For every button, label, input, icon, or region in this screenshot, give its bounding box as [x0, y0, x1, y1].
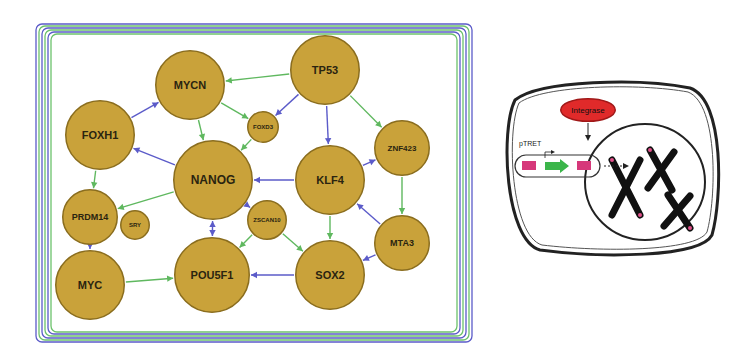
gene-node: SOX2 [295, 240, 365, 310]
arrowhead [199, 134, 205, 141]
gene-node: POU5F1 [174, 237, 250, 313]
gene-node: MYC [55, 250, 125, 320]
connector-line [363, 160, 376, 166]
node-label: NANOG [191, 173, 236, 187]
enzyme-ellipse: Integrase [560, 98, 616, 122]
gene-node: FOXD3 [247, 111, 279, 143]
arrowhead [118, 204, 125, 210]
connector-line [363, 255, 376, 261]
connector-line [221, 103, 248, 119]
regulation-arrow [276, 94, 299, 115]
node-label: ZSCAN10 [253, 217, 280, 223]
gene-node: MYCN [155, 50, 225, 120]
cell-drawing [507, 82, 719, 255]
gene-node: PRDM14 [62, 189, 118, 245]
regulation-arrow [251, 272, 294, 278]
arrowhead [399, 208, 405, 214]
regulation-arrow [363, 255, 376, 261]
connector-line [226, 74, 289, 81]
regulation-arrow [325, 106, 331, 144]
arrowhead [152, 102, 159, 108]
gene-node: MTA3 [374, 215, 430, 271]
gene-node: NANOG [173, 140, 253, 220]
connector-line [357, 204, 380, 224]
regulation-arrow [91, 171, 97, 188]
connector-line [251, 274, 294, 275]
arrowhead [226, 77, 232, 83]
node-label: POU5F1 [191, 269, 234, 281]
regulation-arrow [118, 192, 174, 210]
node-label: FOXD3 [253, 124, 273, 130]
arrowhead [325, 138, 331, 144]
regulation-arrow [283, 234, 303, 252]
regulation-arrow [357, 204, 380, 224]
connector-line [126, 278, 173, 282]
arrowhead [276, 109, 283, 115]
arrowhead [167, 275, 173, 281]
node-label: MYCN [174, 79, 206, 91]
connector-line [118, 192, 174, 209]
arrowhead [241, 113, 248, 119]
gene-node: ZSCAN10 [247, 200, 287, 240]
connector-line [131, 102, 158, 117]
node-label: FOXH1 [82, 129, 119, 141]
arrowhead [357, 204, 364, 210]
connector-line [276, 94, 299, 115]
regulation-arrow [198, 120, 205, 140]
regulation-arrow [399, 177, 405, 214]
node-label: PRDM14 [72, 212, 109, 222]
regulation-arrow [133, 148, 174, 165]
node-label: TP53 [312, 64, 338, 76]
arrowhead [327, 233, 333, 239]
arrowhead [251, 272, 257, 278]
regulation-arrow [241, 139, 251, 150]
regulation-arrow [126, 275, 173, 282]
gene-node: KLF4 [295, 145, 365, 215]
arrowhead [241, 144, 247, 151]
arrowhead [254, 177, 260, 183]
gene-node: FOXH1 [65, 100, 135, 170]
regulation-arrow [209, 221, 215, 236]
node-label: Integrase [571, 106, 604, 115]
node-label: ZNF423 [388, 144, 417, 153]
regulation-arrow [226, 74, 289, 84]
node-label: SOX2 [315, 269, 344, 281]
arrowhead [296, 245, 303, 251]
connector-line [241, 139, 251, 150]
gene-node: TP53 [290, 35, 360, 105]
arrowhead [209, 230, 215, 236]
arrowhead [240, 241, 247, 248]
connector-line [350, 96, 381, 128]
connector-line [133, 148, 174, 165]
node-label: MYC [78, 279, 102, 291]
node-label: KLF4 [316, 174, 344, 186]
regulation-arrow [350, 96, 381, 128]
plasmid-label: pTRET [519, 140, 541, 147]
connector-line [283, 234, 303, 252]
network-frame [36, 24, 472, 342]
arrowhead [369, 159, 376, 165]
node-label: SRY [129, 222, 141, 228]
arrowhead [209, 221, 215, 227]
gene-node: ZNF423 [374, 120, 430, 176]
regulation-arrow [131, 102, 158, 117]
arrowhead [91, 182, 97, 188]
arrowhead [375, 121, 381, 128]
regulation-arrow [240, 235, 253, 248]
arrowhead [363, 255, 370, 261]
regulation-arrow [363, 159, 376, 165]
gene-node: SRY [120, 210, 150, 240]
regulation-arrow [327, 216, 333, 239]
arrowhead [133, 148, 140, 154]
connector-line [240, 235, 253, 248]
node-label: MTA3 [390, 238, 414, 248]
regulation-arrow [221, 103, 248, 119]
regulation-arrow [254, 177, 294, 183]
